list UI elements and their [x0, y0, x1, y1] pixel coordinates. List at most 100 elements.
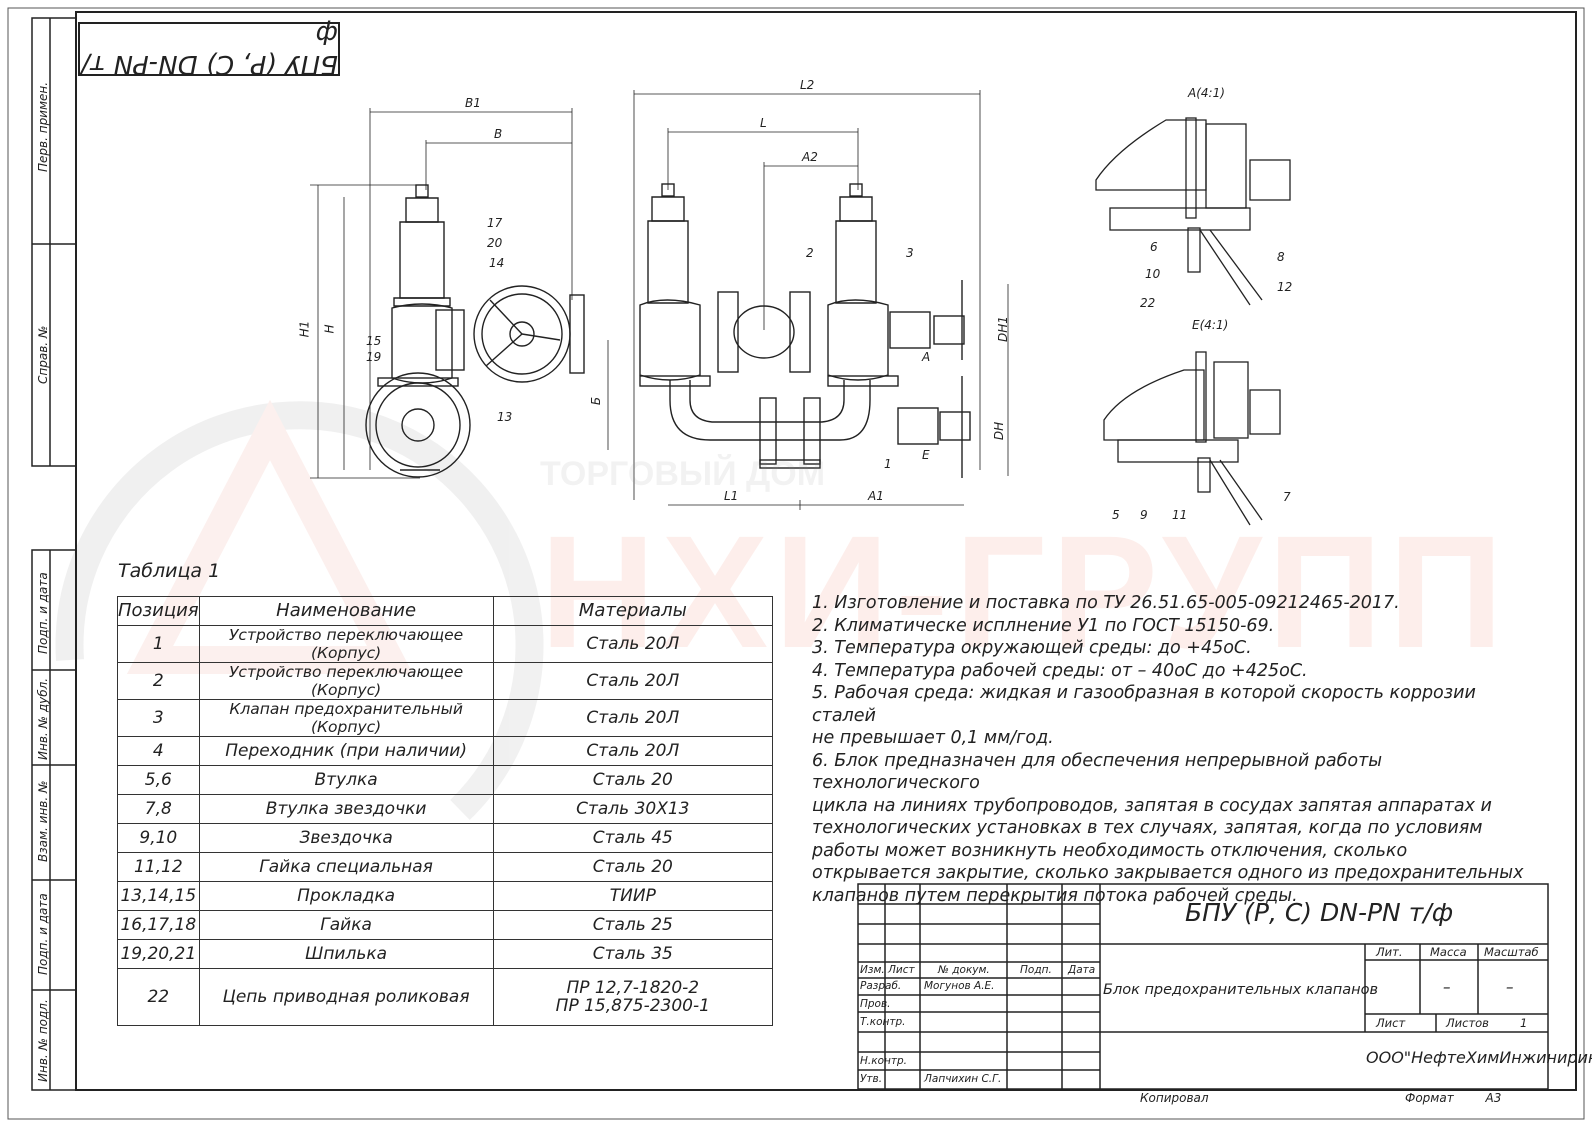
cell-name: Гайка [198, 910, 494, 940]
tb-col-podp: Подп. [1020, 964, 1052, 976]
view-a-title: А(4:1) [1188, 86, 1225, 100]
tb-listov-value: 1 [1520, 1016, 1528, 1030]
note-line: клапанов путем перекрытия потока рабочей… [812, 885, 1298, 906]
view-a-callout-10: 10 [1145, 267, 1161, 281]
callout-20: 20 [487, 236, 503, 250]
view-e-title: Е(4:1) [1192, 318, 1229, 332]
cell-pos: 16,17,18 [117, 910, 200, 940]
view-e-callout-11: 11 [1172, 508, 1188, 522]
dim-l2: L2 [800, 78, 815, 92]
table-header-row: Позиция Наименование Материалы [117, 596, 774, 626]
tb-role-razrab: Разраб. [860, 980, 902, 992]
table-caption: Таблица 1 [118, 560, 221, 582]
note-line: 2. Климатическе исплнение У1 по ГОСТ 151… [812, 615, 1275, 636]
watermark-subtitle: ТОРГОВЫЙ ДОМ [540, 455, 826, 493]
callout-19: 19 [366, 350, 382, 364]
view-a-callout-8: 8 [1277, 250, 1285, 264]
callout-a: А [922, 350, 931, 364]
callout-3: 3 [906, 246, 914, 260]
dim-h: H [322, 324, 337, 334]
cell-pos: 11,12 [117, 852, 200, 882]
sheet-border [7, 7, 1585, 1120]
tb-massa-value: – [1443, 978, 1451, 996]
footer-format-value: А3 [1485, 1091, 1502, 1105]
note-line: 5. Рабочая среда: жидкая и газообразная … [812, 683, 1476, 726]
cell-name: Гайка специальная [198, 852, 494, 882]
dim-b: B [494, 127, 503, 141]
cell-pos: 22 [117, 968, 200, 1026]
cell-pos: 7,8 [117, 794, 200, 824]
dim-dh1: DH1 [995, 316, 1010, 342]
margin-label-inv-dubl: Инв. № дубл. [36, 677, 50, 760]
margin-label-podp-data-1: Подп. и дата [36, 572, 50, 654]
margin-label-vzam-inv: Взам. инв. № [36, 780, 50, 862]
cell-material: Сталь 20 [492, 765, 774, 795]
note-line: работы может возникнуть необходимость от… [812, 840, 1408, 861]
front-view [639, 183, 971, 478]
dim-l1: L1 [724, 489, 739, 503]
tb-col-list: Лист [888, 964, 915, 976]
view-e-callout-5: 5 [1112, 508, 1120, 522]
cell-material: Сталь 20 [492, 852, 774, 882]
margin-label-perv-primen: Перв. примен. [36, 81, 50, 172]
cell-pos: 19,20,21 [117, 939, 200, 969]
callout-17: 17 [487, 216, 503, 230]
note-line: открывается закрытие, сколько закрываетс… [812, 863, 1524, 883]
callout-1: 1 [884, 457, 892, 471]
cell-pos: 2 [117, 662, 200, 700]
view-e-callout-7: 7 [1283, 490, 1291, 504]
cell-material: Сталь 35 [492, 939, 774, 969]
view-a-callout-22: 22 [1140, 296, 1156, 310]
drawing-title-stamp: БПУ (Р, С) DN-PN т/ф [78, 19, 340, 79]
header-material: Материалы [492, 596, 774, 626]
footer-format: Формат А3 [1405, 1091, 1501, 1105]
note-line: цикла на линиях трубопроводов, запятая в… [812, 795, 1492, 816]
view-e-callout-9: 9 [1140, 508, 1148, 522]
note-line: 3. Температура окружающей среды: до +45о… [812, 638, 1252, 658]
cell-name: Прокладка [198, 881, 494, 911]
tb-utv-name: Лапчихин С.Г. [924, 1073, 1002, 1085]
dim-b-cyr: Б [589, 396, 604, 406]
technical-notes: 1. Изготовление и поставка по ТУ 26.51.6… [812, 592, 1532, 907]
dim-dh: DH [992, 421, 1007, 441]
tb-designation: БПУ (Р, С) DN-PN т/ф [1185, 898, 1454, 927]
note-line: технологических установках в тех случаях… [812, 818, 1483, 838]
callout-14: 14 [489, 256, 505, 270]
cell-name: Устройство переключающее (Корпус) [198, 662, 494, 700]
note-line: 4. Температура рабочей среды: от – 40оС … [812, 660, 1308, 681]
side-view-dims [310, 108, 573, 479]
cell-pos: 4 [117, 736, 200, 766]
callout-e: Е [922, 448, 930, 462]
cell-material: Сталь 20Л [492, 662, 774, 700]
note-line: 6. Блок предназначен для обеспечения неп… [812, 750, 1383, 794]
left-margin-columns [31, 17, 77, 1091]
tb-role-prov: Пров. [860, 998, 891, 1010]
dim-b1: B1 [465, 96, 481, 110]
callout-13: 13 [497, 410, 513, 424]
tb-company: ООО"НефтеХимИнжиниринг" [1366, 1048, 1592, 1067]
footer-format-label: Формат [1405, 1091, 1454, 1105]
tb-role-utv: Утв. [860, 1073, 883, 1085]
cell-name: Клапан предохранительный (Корпус) [198, 699, 494, 737]
header-name: Наименование [198, 596, 494, 626]
header-position: Позиция [117, 596, 200, 626]
view-a-callout-12: 12 [1277, 280, 1293, 294]
margin-label-inv-podl: Инв. № подл. [36, 999, 50, 1082]
margin-label-podp-data-2: Подп. и дата [36, 893, 50, 975]
side-view [365, 184, 585, 478]
tb-lit: Лит. [1376, 945, 1403, 959]
footer-kopiroval: Копировал [1140, 1091, 1209, 1105]
tb-razrab-name: Могунов А.Е. [924, 980, 995, 992]
cell-name: Звездочка [198, 823, 494, 853]
tb-listov: Листов [1446, 1016, 1489, 1030]
view-a-callout-6: 6 [1150, 240, 1158, 254]
cell-name: Шпилька [198, 939, 494, 969]
cell-pos: 1 [117, 625, 200, 663]
